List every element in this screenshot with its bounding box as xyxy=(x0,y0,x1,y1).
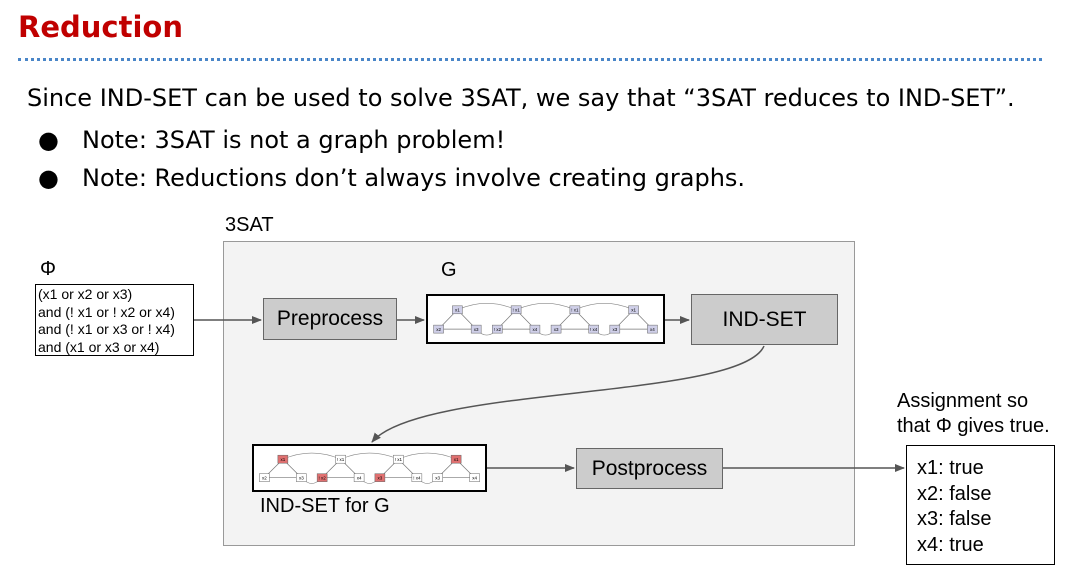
graph-node xyxy=(469,473,480,482)
intro-text: Since IND-SET can be used to solve 3SAT,… xyxy=(27,84,1015,112)
graph-node xyxy=(432,473,443,482)
graph-node-label: x3 xyxy=(299,475,304,480)
assignment-line: x2: false xyxy=(917,482,992,505)
bullet-symbol: ● xyxy=(38,126,59,154)
graph-node xyxy=(393,454,404,464)
graph-node-label: ! x1 xyxy=(337,457,345,462)
graph-node xyxy=(529,324,541,334)
assignment-line: x3: false xyxy=(917,508,992,530)
graph-node xyxy=(510,305,522,315)
graph-node-label: ! x1 xyxy=(395,457,403,462)
indset-for-g-label: IND-SET for G xyxy=(260,495,390,517)
graph-g-thumbnail: x1 x2 x3 ! x1 ! x2 x4 ! x1 x3 ! x4 x1 x3 x4 xyxy=(426,294,665,344)
graph-node xyxy=(374,473,386,482)
graph-node xyxy=(452,305,463,315)
graph-node-label: x4 xyxy=(472,475,477,480)
graph-node xyxy=(259,473,270,482)
formula-line: and (! x1 or ! x2 or x4) xyxy=(38,303,175,320)
graph-node-label: x3 xyxy=(612,327,617,332)
indset-graph-drawing: x1 x2 x3 ! x1 ! x2 x4 ! x1 x3 ! x4 x1 x3 x4 xyxy=(259,452,480,484)
graph-node xyxy=(492,324,503,334)
assignment-caption: Assignment so that Φ gives true. xyxy=(897,389,1050,439)
graph-node-label: ! x4 xyxy=(590,327,598,332)
graph-node-label: ! x4 xyxy=(413,475,421,480)
graph-node xyxy=(316,473,328,482)
assignment-caption-line: Assignment so xyxy=(897,390,1029,412)
graph-node-label: x3 xyxy=(378,475,383,480)
assignment-caption-line: that Φ gives true. xyxy=(897,415,1050,437)
3sat-box xyxy=(223,241,855,546)
bullet-text: Note: 3SAT is not a graph problem! xyxy=(82,126,506,154)
outer-box-label: 3SAT xyxy=(225,214,274,236)
graph-node-label: x3 xyxy=(554,327,559,332)
graph-node xyxy=(277,454,289,464)
arrow-indset-to-result xyxy=(371,345,765,443)
graph-g-label: G xyxy=(441,259,457,281)
graph-node-label: x4 xyxy=(357,475,362,480)
postprocess-box: Postprocess xyxy=(576,448,723,489)
graph-node xyxy=(433,324,444,334)
title-divider xyxy=(18,58,1042,61)
bullet-item-2: ● Note: Reductions don’t always involve c… xyxy=(38,164,745,192)
formula-line: and (x1 or x3 or x4) xyxy=(38,338,160,355)
bullet-item-1: ● Note: 3SAT is not a graph problem! xyxy=(38,126,505,154)
graph-node-label: x1 xyxy=(631,308,636,313)
indset-label: IND-SET xyxy=(722,307,807,331)
bullet-text: Note: Reductions don’t always involve cr… xyxy=(82,164,746,192)
formula-box: (x1 or x2 or x3) and (! x1 or ! x2 or x4… xyxy=(35,284,194,356)
graph-node xyxy=(470,324,482,334)
graph-node xyxy=(609,324,621,334)
graph-node xyxy=(296,473,307,482)
bullet-symbol: ● xyxy=(38,164,59,192)
postprocess-label: Postprocess xyxy=(591,456,708,480)
graph-node-label: x3 xyxy=(474,327,479,332)
graph-node-label: ! x2 xyxy=(494,327,502,332)
graph-node-label: x2 xyxy=(262,475,267,480)
graph-node-label: x1 xyxy=(454,457,459,462)
formula-line: (x1 or x2 or x3) xyxy=(38,286,133,302)
indset-graph-thumbnail: x1 x2 x3 ! x1 ! x2 x4 ! x1 x3 ! x4 x1 x3 x4 xyxy=(252,444,487,492)
graph-node-label: ! x1 xyxy=(512,308,520,313)
graph-node xyxy=(335,454,346,464)
phi-label: Φ xyxy=(40,258,56,280)
assignment-box: x1: true x2: false x3: false x4: true xyxy=(906,445,1055,565)
graph-node-label: x3 xyxy=(435,475,440,480)
graph-node xyxy=(569,305,581,315)
preprocess-box: Preprocess xyxy=(263,298,397,340)
graph-node-label: ! x1 xyxy=(571,308,579,313)
assignment-line: x1: true xyxy=(917,457,984,479)
graph-node-label: ! x2 xyxy=(319,475,327,480)
assignment-line: x4: true xyxy=(917,533,984,556)
graph-node xyxy=(588,324,599,334)
preprocess-label: Preprocess xyxy=(276,307,384,330)
graph-node-label: x4 xyxy=(533,327,538,332)
graph-node xyxy=(647,324,658,334)
page-title: Reduction xyxy=(18,10,183,44)
graph-node xyxy=(628,305,639,315)
graph-node xyxy=(450,454,462,464)
graph-node xyxy=(353,473,365,482)
graph-node-label: x2 xyxy=(436,327,441,332)
formula-line: and (! x1 or x3 or ! x4) xyxy=(38,321,175,337)
graph-g-drawing: x1 x2 x3 ! x1 ! x2 x4 ! x1 x3 ! x4 x1 x3 x4 xyxy=(433,303,658,336)
graph-node xyxy=(550,324,562,334)
graph-node-label: x1 xyxy=(280,457,285,462)
graph-node xyxy=(411,473,423,482)
graph-node-label: x4 xyxy=(650,327,655,332)
indset-box: IND-SET xyxy=(691,294,838,345)
graph-node-label: x1 xyxy=(455,308,460,313)
